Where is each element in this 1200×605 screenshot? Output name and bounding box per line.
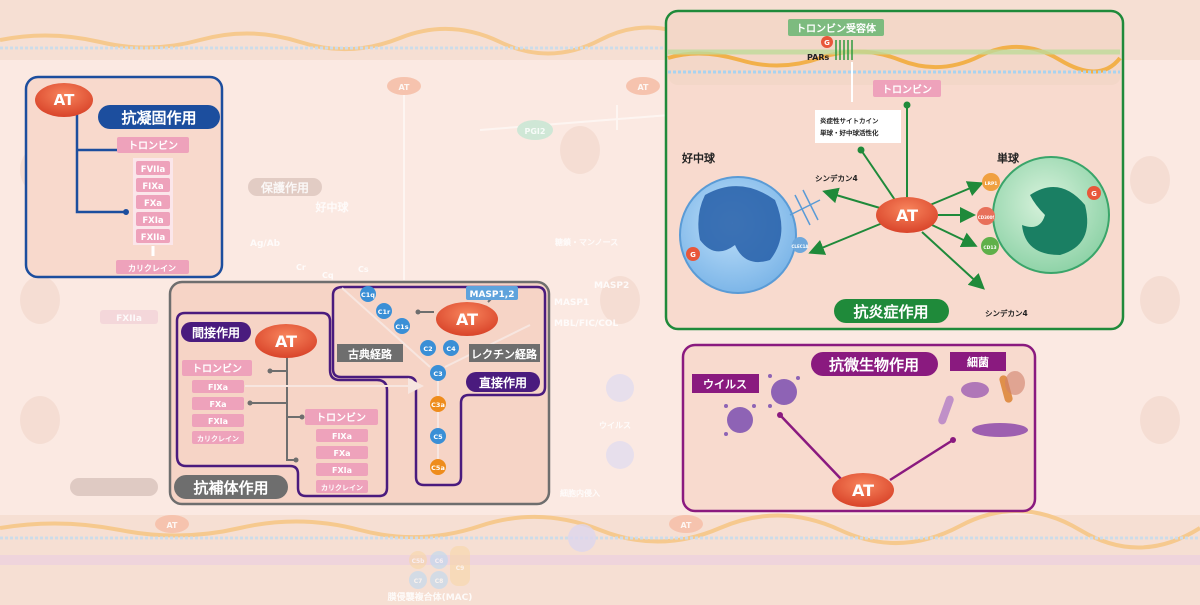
list-item: FIXa xyxy=(208,383,228,392)
g-protein-icon: G xyxy=(1091,190,1097,198)
cd300f-receptor: CD300f xyxy=(978,215,995,220)
list-item: FXIa xyxy=(332,466,352,475)
list-item: トロンビン xyxy=(192,362,242,375)
direct-action-title: 直接作用 xyxy=(479,375,527,390)
complement-c5: C5 xyxy=(433,433,443,441)
thrombin-label: トロンビン xyxy=(882,83,932,96)
complement-c2: C2 xyxy=(423,345,432,353)
effect-item: 炎症性サイトカイン xyxy=(820,116,879,125)
clec1a-receptor: CLEC1A xyxy=(791,244,809,249)
indirect-right-list: トロンビン FIXa FXa FXIa カリクレイン xyxy=(305,409,378,493)
list-item: FXa xyxy=(333,449,350,458)
complement-components: C1q C1r C1s C2 C4 C3 C3a C5 C5a xyxy=(360,286,459,475)
factor-item: FXa xyxy=(144,199,162,209)
masp1-label: MASP1 xyxy=(554,298,589,308)
anticomplement-title: 抗補体作用 xyxy=(193,479,268,497)
virus-label: ウイルス xyxy=(703,378,747,391)
receptor-icon xyxy=(835,40,853,60)
sugar-mannose-label: 糖鎖・マンノース xyxy=(555,237,618,247)
syndecan-right-label: シンデカン4 xyxy=(985,308,1028,318)
at-label: AT xyxy=(54,91,75,109)
cr-label: Cr xyxy=(296,263,306,272)
complement-c4: C4 xyxy=(446,345,456,353)
invasion-label: 細胞内侵入 xyxy=(560,488,600,498)
complement-c3: C3 xyxy=(433,370,442,378)
cd13-receptor: CD13 xyxy=(983,245,996,251)
antimicrobial-panel: 抗微生物作用 ウイルス 細菌 AT xyxy=(681,343,1037,513)
syndecan-left-label: シンデカン4 xyxy=(815,173,858,183)
list-item: トロンビン xyxy=(316,411,366,424)
at-bg-label: AT xyxy=(398,83,410,92)
virus-bg-label: ウイルス xyxy=(599,421,631,430)
mbl-label: MBL/FIC/COL xyxy=(554,319,618,329)
mac-c7: C7 xyxy=(414,578,423,585)
classical-pathway-label: 古典経路 xyxy=(348,347,393,361)
mac-c5b: C5b xyxy=(412,558,426,565)
lrp1-receptor: LRP1 xyxy=(985,181,998,187)
at-label: AT xyxy=(852,481,874,500)
cq-label: Cq xyxy=(322,271,334,280)
antiinflammatory-title: 抗炎症作用 xyxy=(853,303,928,321)
fxiia-bg-label: FXIIa xyxy=(116,314,142,324)
neutrophil-label: 好中球 xyxy=(681,151,716,165)
list-item: カリクレイン xyxy=(321,483,363,492)
anticoagulant-panel: AT 抗凝固作用 トロンビン FVIIa FIXa FXa FXIa FXIIa… xyxy=(24,75,224,279)
neutrophil-bg-label: 好中球 xyxy=(315,200,350,214)
cs-label: Cs xyxy=(358,265,369,274)
antimicrobial-title: 抗微生物作用 xyxy=(829,356,919,374)
at-bg-label: AT xyxy=(166,521,178,530)
antiinflammatory-panel: トロンビン受容体 G PARs トロンビン 炎症性サイトカイン 単球・好中球活性… xyxy=(664,9,1125,331)
indirect-left-list: トロンビン FIXa FXa FXIa カリクレイン xyxy=(182,360,252,444)
complement-c1s: C1s xyxy=(395,323,408,331)
ag-ab-label: Ag/Ab xyxy=(250,239,281,249)
pgi2-label: PGI2 xyxy=(525,127,546,136)
bacteria-label: 細菌 xyxy=(967,355,989,369)
anticomplement-panel: 間接作用 AT トロンビン FIXa FXa FXIa カリクレイン トロンビン… xyxy=(168,280,551,506)
at-label: AT xyxy=(275,332,297,351)
complement-c5a: C5a xyxy=(431,464,445,472)
g-protein-icon: G xyxy=(690,251,696,259)
at-ellipse xyxy=(35,83,93,117)
protective-label: 保護作用 xyxy=(260,180,309,195)
thrombin-receptor-label: トロンビン受容体 xyxy=(796,22,877,35)
factor-list: FVIIa FIXa FXa FXIa FXIIa xyxy=(136,161,170,243)
masp-label: MASP1,2 xyxy=(470,290,515,300)
bacteria-icon xyxy=(938,371,1028,437)
background-labels: 保護作用 好中球 AT AT AT AT PGI2 Ag/Ab Cr Cs Cq… xyxy=(70,77,703,603)
list-item: カリクレイン xyxy=(197,434,239,443)
masp2-label: MASP2 xyxy=(594,281,629,291)
complement-c1q: C1q xyxy=(361,291,375,299)
list-item: FXIa xyxy=(208,417,228,426)
at-bg-label: AT xyxy=(680,521,692,530)
indirect-action-frame xyxy=(175,311,389,498)
factor-item: FIXa xyxy=(142,182,164,192)
factor-item: FXIa xyxy=(142,216,164,226)
mac-c8: C8 xyxy=(435,578,444,585)
mac-complex: C5b C6 C7 C8 C9 xyxy=(409,546,470,589)
g-protein-icon: G xyxy=(824,39,830,47)
effect-item: 単球・好中球活性化 xyxy=(820,128,879,137)
mac-c9: C9 xyxy=(456,565,465,572)
anticoagulant-title: 抗凝固作用 xyxy=(121,109,196,127)
pars-label: PARs xyxy=(807,53,829,62)
monocyte-label: 単球 xyxy=(997,151,1020,165)
direct-action-frame xyxy=(331,285,547,487)
indirect-action-title: 間接作用 xyxy=(192,325,240,340)
mac-label: 膜侵襲複合体(MAC) xyxy=(387,591,473,603)
virus-icon xyxy=(724,374,800,436)
at-label: AT xyxy=(896,206,918,225)
at-bg-label: AT xyxy=(637,83,649,92)
kallikrein-label: カリクレイン xyxy=(128,263,176,273)
at-label: AT xyxy=(456,310,478,329)
lectin-pathway-label: レクチン経路 xyxy=(471,347,538,361)
thrombin-label: トロンビン xyxy=(128,139,178,152)
factor-item: FVIIa xyxy=(141,165,166,175)
factor-item: FXIIa xyxy=(141,233,166,243)
complement-c3a: C3a xyxy=(431,401,445,409)
complement-c1r: C1r xyxy=(378,308,391,316)
list-item: FXa xyxy=(209,400,226,409)
mac-c6: C6 xyxy=(435,558,444,565)
list-item: FIXa xyxy=(332,432,352,441)
